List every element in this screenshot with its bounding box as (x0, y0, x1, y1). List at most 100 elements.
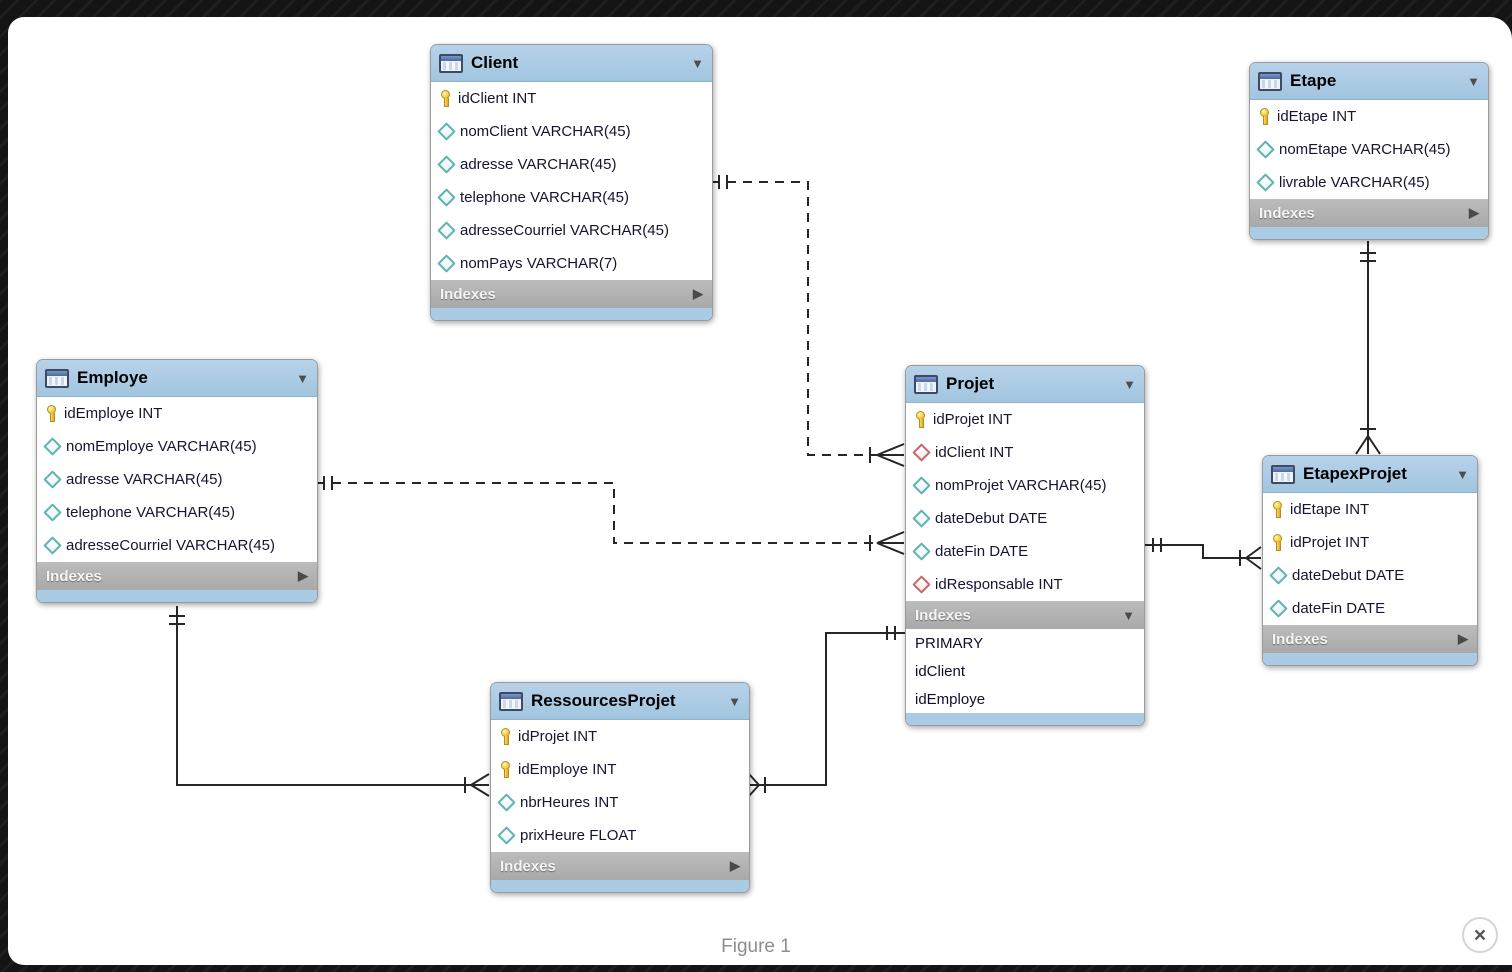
table-footer (431, 308, 712, 320)
indexes-arrow-icon[interactable]: ▶ (1469, 205, 1479, 220)
column-label: idEmploye INT (518, 761, 617, 778)
table-header: Etape ▼ (1250, 63, 1488, 100)
collapse-arrow-icon[interactable]: ▼ (1123, 376, 1136, 392)
column-label: adresse VARCHAR(45) (460, 156, 617, 173)
table-title: Projet (946, 374, 995, 393)
column-icon (437, 122, 456, 141)
indexes-arrow-icon[interactable]: ▶ (1458, 631, 1468, 646)
primary-key-icon (1272, 501, 1283, 518)
column-icon (912, 476, 931, 495)
column-row: dateDebut DATE (1263, 559, 1477, 592)
column-row: nomClient VARCHAR(45) (431, 115, 712, 148)
indexes-bar[interactable]: Indexes ▼ (906, 601, 1144, 629)
collapse-arrow-icon[interactable]: ▼ (1467, 73, 1480, 89)
column-row: dateFin DATE (906, 535, 1144, 568)
table-footer (491, 880, 749, 892)
column-row: dateFin DATE (1263, 592, 1477, 625)
column-icon (1269, 566, 1288, 585)
column-icon (437, 254, 456, 273)
indexes-label: Indexes (440, 285, 496, 303)
column-row: adresse VARCHAR(45) (431, 148, 712, 181)
indexes-arrow-icon[interactable]: ▼ (1122, 607, 1135, 623)
table-icon (914, 374, 938, 394)
indexes-arrow-icon[interactable]: ▶ (730, 858, 740, 873)
column-label: idEtape INT (1277, 108, 1357, 125)
foreign-key-icon (912, 443, 931, 462)
table-title: Employe (77, 368, 148, 387)
indexes-label: Indexes (915, 606, 971, 624)
column-label: nomEmploye VARCHAR(45) (66, 438, 257, 455)
table-footer (1250, 227, 1488, 239)
column-row: adresseCourriel VARCHAR(45) (37, 529, 317, 562)
table-header: Employe ▼ (37, 360, 317, 397)
indexes-label: Indexes (46, 567, 102, 585)
table-etape[interactable]: Etape ▼ idEtape INT nomEtape VARCHAR(45)liv… (1249, 62, 1489, 240)
primary-key-icon (440, 90, 451, 107)
column-row: nomPays VARCHAR(7) (431, 247, 712, 280)
column-icon (43, 536, 62, 555)
table-icon (1258, 71, 1282, 91)
primary-key-icon (46, 405, 57, 422)
table-footer (906, 713, 1144, 725)
column-label: adresseCourriel VARCHAR(45) (460, 222, 669, 239)
indexes-bar[interactable]: Indexes ▶ (431, 280, 712, 308)
collapse-arrow-icon[interactable]: ▼ (1456, 466, 1469, 482)
column-row: idResponsable INT (906, 568, 1144, 601)
table-header: EtapexProjet▼ (1263, 456, 1477, 493)
column-row: nomEtape VARCHAR(45) (1250, 133, 1488, 166)
indexes-bar[interactable]: Indexes▶ (491, 852, 749, 880)
column-row: nbrHeures INT (491, 786, 749, 819)
table-employe[interactable]: Employe ▼ idEmploye INT nomEmploye VARCHAR(… (36, 359, 318, 603)
column-label: telephone VARCHAR(45) (66, 504, 235, 521)
column-row: idEmploye INT (491, 753, 749, 786)
column-row: adresseCourriel VARCHAR(45) (431, 214, 712, 247)
column-label: dateFin DATE (935, 543, 1029, 560)
column-row: idProjet INT (1263, 526, 1477, 559)
table-icon (1271, 464, 1295, 484)
column-label: nomPays VARCHAR(7) (460, 255, 618, 272)
indexes-arrow-icon[interactable]: ▶ (298, 568, 308, 583)
column-label: idResponsable INT (935, 576, 1063, 593)
column-row: livrable VARCHAR(45) (1250, 166, 1488, 199)
column-label: nomProjet VARCHAR(45) (935, 477, 1107, 494)
column-icon (497, 793, 516, 812)
indexes-bar[interactable]: Indexes▶ (1263, 625, 1477, 653)
indexes-bar[interactable]: Indexes ▶ (37, 562, 317, 590)
collapse-arrow-icon[interactable]: ▼ (728, 693, 741, 709)
collapse-arrow-icon[interactable]: ▼ (691, 55, 704, 71)
indexes-arrow-icon[interactable]: ▶ (693, 286, 703, 301)
primary-key-icon (1272, 534, 1283, 551)
column-label: telephone VARCHAR(45) (460, 189, 629, 206)
table-header: Client▼ (431, 45, 712, 82)
column-label: dateFin DATE (1292, 600, 1386, 617)
column-row: idEmploye INT (37, 397, 317, 430)
primary-key-icon (500, 728, 511, 745)
table-title: Etape (1290, 71, 1337, 90)
close-button[interactable]: × (1462, 917, 1498, 953)
column-row: idEtape INT (1263, 493, 1477, 526)
primary-key-icon (915, 411, 926, 428)
column-label: adresse VARCHAR(45) (66, 471, 223, 488)
column-row: adresse VARCHAR(45) (37, 463, 317, 496)
primary-key-icon (1259, 108, 1270, 125)
column-icon (43, 437, 62, 456)
index-item: idEmploye (915, 690, 986, 708)
collapse-arrow-icon[interactable]: ▼ (296, 370, 309, 386)
column-label: dateDebut DATE (1292, 567, 1405, 584)
table-footer (1263, 653, 1477, 665)
index-item: idClient (915, 662, 966, 680)
column-label: nomClient VARCHAR(45) (460, 123, 631, 140)
column-list: idEmploye INT nomEmploye VARCHAR(45) adres… (37, 397, 317, 562)
table-footer (37, 590, 317, 602)
indexes-bar[interactable]: Indexes▶ (1250, 199, 1488, 227)
column-row: idProjet INT (906, 403, 1144, 436)
